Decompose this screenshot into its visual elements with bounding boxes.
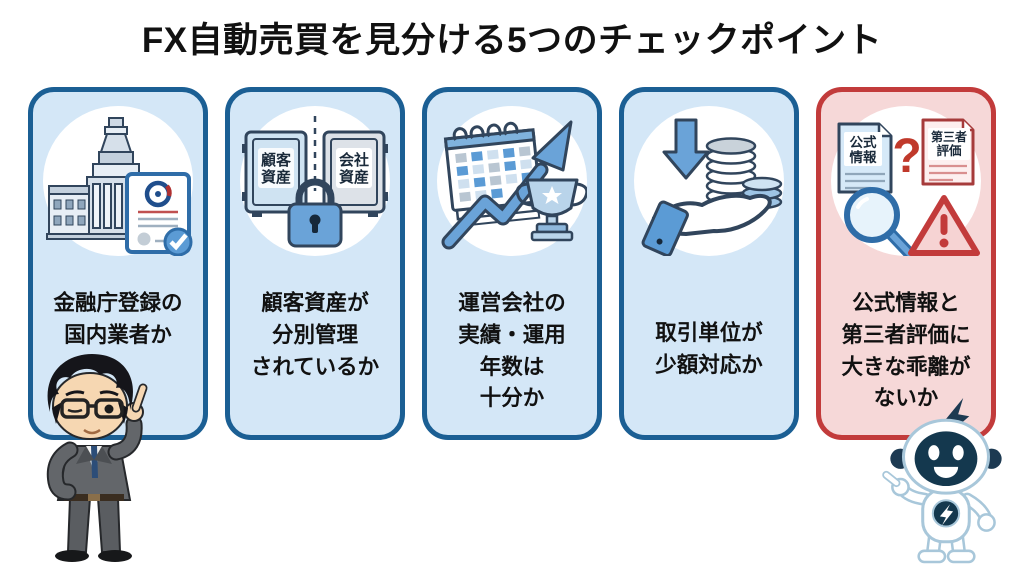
face-screen [914,431,978,487]
icon-circle-4 [634,106,784,256]
page-title: FX自動売買を見分ける5つのチェックポイント [141,21,883,60]
hand-coins-small-amount-icon [641,118,783,256]
checkpoint-text-4: 取引単位が 少額対応か [655,321,763,377]
checkpoint-card-5: 公式 情報 第三者 評価 [816,87,996,440]
icon-circle-1 [43,106,193,256]
svg-text:情報: 情報 [850,149,878,165]
checkpoint-text-2: 顧客資産が 分別管理 されているか [250,291,380,379]
smile-mouth [933,466,959,478]
padlock-icon [287,178,343,248]
checkpoint-card-3: 運営会社の 実績・運用 年数は 十分か [422,87,602,440]
svg-text:資産: 資産 [339,168,369,186]
businessman-advisor-illustration [46,354,148,562]
registration-certificate [125,172,193,256]
warning-triangle-icon [908,195,980,256]
down-arrow-icon [662,118,710,180]
question-mark-icon: ? [892,130,921,183]
rising-arrow-icon [441,120,573,250]
separated-safes-lock-icon: 顧客 資産 会社 資産 [242,116,388,248]
glasses [60,398,90,419]
checkpoint-text-1: 金融庁登録の 国内業者か [53,291,183,347]
svg-text:第三者: 第三者 [931,129,967,144]
checkpoint-text-3: 運営会社の 実績・運用 年数は 十分か [458,291,566,411]
trophy-icon [515,178,587,242]
third-party-evaluation-document: 第三者 評価 [921,118,975,186]
icon-circle-2: 顧客 資産 会社 資産 [240,106,390,256]
hair [47,354,133,412]
svg-text:顧客: 顧客 [261,151,292,169]
robot-assistant-illustration [882,398,1002,564]
wink-eye [67,408,83,413]
svg-text:資産: 資産 [261,168,291,186]
customer-assets-safe: 顧客 資産 [242,130,308,217]
checkpoint-card-1: 金融庁登録の 国内業者か [28,87,208,440]
open-hand-icon [641,193,772,256]
company-assets-safe: 会社 資産 [322,130,388,217]
checkpoint-card-2: 顧客 資産 会社 資産 [225,87,405,440]
magnifier-icon [844,187,915,256]
checkpoint-card-4: 取引単位が 少額対応か [619,87,799,440]
svg-text:評価: 評価 [936,143,962,158]
official-info-document: 公式 情報 [837,122,893,194]
government-building-certificate-icon [46,117,193,256]
checkpoint-cards: 金融庁登録の 国内業者か 顧客 資産 [28,87,996,440]
svg-text:公式: 公式 [850,134,878,150]
icon-circle-3 [437,106,587,256]
open-eye [104,404,114,414]
official-info-vs-third-party-icon: 公式 情報 第三者 評価 [837,118,980,256]
icon-circle-5: 公式 情報 第三者 評価 [831,106,981,256]
calendar-growth-trophy-icon [441,120,587,250]
checkpoint-text-5: 公式情報と 第三者評価に 大きな乖離が ないか [841,291,971,411]
svg-text:会社: 会社 [339,151,369,169]
smile [83,428,101,435]
